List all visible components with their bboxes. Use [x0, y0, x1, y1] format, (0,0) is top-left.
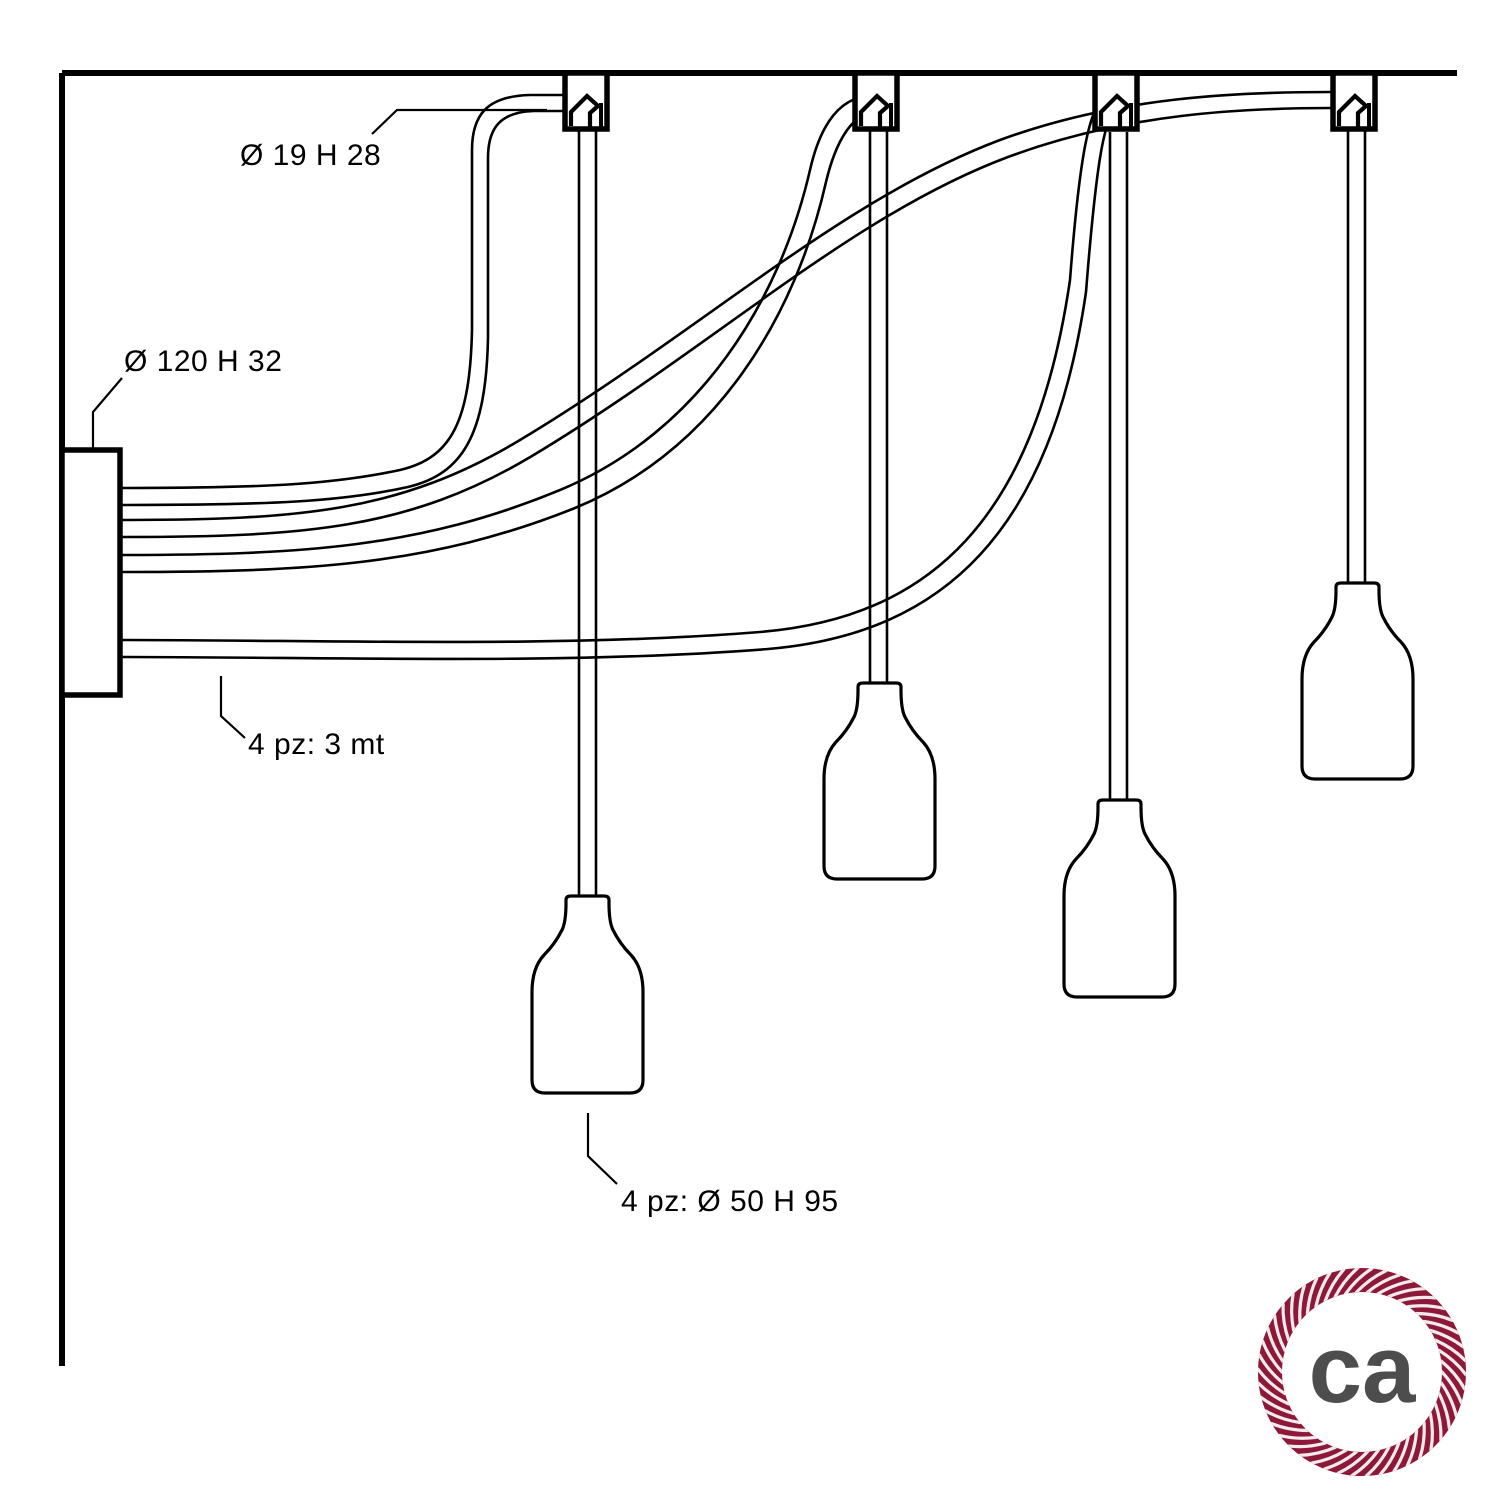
leader-cables	[219, 676, 246, 739]
leader-holders	[586, 1113, 618, 1185]
ceiling-hook-rose-4	[1330, 70, 1378, 132]
logo-rope-strand	[1298, 1445, 1337, 1457]
logo-rope-strand	[1310, 1448, 1348, 1465]
logo-rope-strand	[1258, 1381, 1291, 1406]
ceiling-line-group	[59, 70, 1457, 1366]
lamp-holder-3	[1062, 798, 1177, 999]
ceiling-hook-rose-1	[562, 70, 610, 132]
logo-rope-strand	[1365, 1273, 1402, 1294]
logo-rope-strand	[1305, 1276, 1319, 1316]
dimension-label-ceiling-rose: Ø 19 H 28	[240, 139, 382, 172]
lamp-holder-1	[530, 894, 645, 1095]
logo-rope-strand	[1428, 1411, 1434, 1452]
logo-rope-strand	[1354, 1269, 1388, 1294]
logo-rope-strand	[1350, 1448, 1380, 1476]
logo-rope-strand	[1258, 1353, 1285, 1385]
logo-rope-strand	[1259, 1395, 1296, 1416]
logo-rope-strand	[1281, 1302, 1291, 1342]
cable-4-outer	[119, 90, 1346, 522]
logo-rope-strand	[1440, 1370, 1463, 1405]
logo-rope-strand	[1266, 1326, 1285, 1363]
cable-group	[119, 90, 1367, 903]
cable-1-outer	[119, 93, 570, 490]
cable-3-outer	[119, 96, 1126, 644]
logo-rope-strand	[1263, 1409, 1302, 1425]
cable-2-inner	[119, 110, 886, 574]
logo-rope-strand	[1298, 1283, 1306, 1324]
creative-cables-logo: ca	[1258, 1268, 1466, 1476]
logo-rope-strand	[1397, 1295, 1437, 1303]
logo-rope-strand	[1387, 1287, 1426, 1299]
dimension-label-lamp-holders: 4 pz: Ø 50 H 95	[621, 1185, 839, 1218]
logo-rope-strand	[1322, 1450, 1359, 1471]
logo-text: ca	[1309, 1316, 1416, 1423]
logo-rope-strand	[1287, 1441, 1327, 1449]
leader-lines	[91, 108, 618, 1185]
logo-rope-strand	[1439, 1359, 1466, 1391]
logo-rope-strand	[1258, 1367, 1287, 1396]
logo-rope-strand	[1364, 1445, 1391, 1476]
logo-rope-strand	[1336, 1450, 1370, 1475]
logo-rope-strand	[1344, 1268, 1374, 1296]
logo-rope-strand	[1270, 1422, 1309, 1433]
lamp-holder-4	[1300, 581, 1415, 781]
logo-rope-ring	[1258, 1268, 1466, 1476]
cable-1-inner	[119, 109, 570, 507]
logo-rope-strand	[1437, 1391, 1451, 1430]
cable-4-inner	[119, 106, 1346, 539]
cable-2-outer	[119, 94, 886, 557]
dimension-label-canopy: Ø 120 H 32	[124, 345, 283, 378]
logo-rope-strand	[1422, 1319, 1461, 1335]
logo-rope-strand	[1323, 1268, 1346, 1303]
logo-rope-strand	[1378, 1441, 1401, 1476]
ceiling-hook-rose-3	[1092, 70, 1140, 132]
logo-rope-strand	[1415, 1311, 1454, 1322]
logo-rope-strand	[1418, 1420, 1426, 1461]
dimension-label-cables: 4 pz: 3 mt	[248, 728, 385, 761]
leader-ceiling-rose	[371, 108, 547, 135]
logo-rope-strand	[1273, 1314, 1287, 1353]
logo-rope-strand	[1392, 1435, 1410, 1473]
logo-rope-strand	[1406, 1304, 1446, 1311]
logo-rope-strand	[1433, 1338, 1466, 1363]
wall-canopy	[59, 447, 123, 698]
logo-rope-strand	[1439, 1381, 1458, 1418]
logo-rope-strand	[1314, 1271, 1332, 1309]
logo-rope-strand	[1376, 1279, 1414, 1296]
logo-rope-strand	[1290, 1292, 1296, 1333]
logo-rope-strand	[1433, 1402, 1443, 1442]
logo-rope-strand	[1261, 1339, 1284, 1374]
logo-rope-strands	[1258, 1268, 1466, 1476]
lamp-holder-2	[822, 681, 937, 881]
logo-rope-strand	[1428, 1328, 1465, 1349]
logo-rope-strand	[1437, 1348, 1466, 1377]
leader-canopy	[91, 377, 123, 452]
logo-rope-strand	[1278, 1433, 1318, 1440]
cable-3-inner	[119, 112, 1126, 661]
logo-rope-strand	[1405, 1428, 1419, 1468]
logo-rope-strand	[1333, 1268, 1360, 1299]
ceiling-hook-rose-2	[852, 70, 900, 132]
